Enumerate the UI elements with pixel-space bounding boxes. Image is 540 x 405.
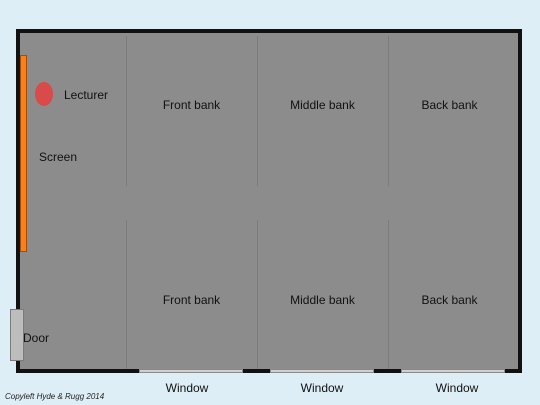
door <box>10 309 24 361</box>
back-bank-top-label: Back bank <box>421 98 478 112</box>
screen-label: Screen <box>39 150 78 164</box>
back-bank-bottom-label: Back bank <box>421 293 478 307</box>
projection-screen <box>20 55 27 252</box>
lecture-room <box>16 29 522 373</box>
middle-bank-top-label: Middle bank <box>290 98 355 112</box>
window-2 <box>270 369 374 373</box>
bank-divider <box>126 220 127 369</box>
window-1-label: Window <box>165 381 209 395</box>
bank-divider <box>388 36 389 186</box>
bank-divider <box>126 36 127 186</box>
window-1 <box>139 369 243 373</box>
bank-divider <box>257 220 258 369</box>
window-3 <box>401 369 505 373</box>
door-label: Door <box>23 331 50 345</box>
window-2-label: Window <box>300 381 344 395</box>
bank-divider <box>257 36 258 186</box>
window-3-label: Window <box>435 381 479 395</box>
front-bank-bottom-label: Front bank <box>162 293 221 307</box>
middle-bank-bottom-label: Middle bank <box>290 293 355 307</box>
bank-divider <box>388 220 389 369</box>
lecturer-label: Lecturer <box>64 88 109 102</box>
lecturer-marker <box>35 82 53 106</box>
front-bank-top-label: Front bank <box>162 98 221 112</box>
copyleft-notice: Copyleft Hyde & Rugg 2014 <box>5 392 105 401</box>
